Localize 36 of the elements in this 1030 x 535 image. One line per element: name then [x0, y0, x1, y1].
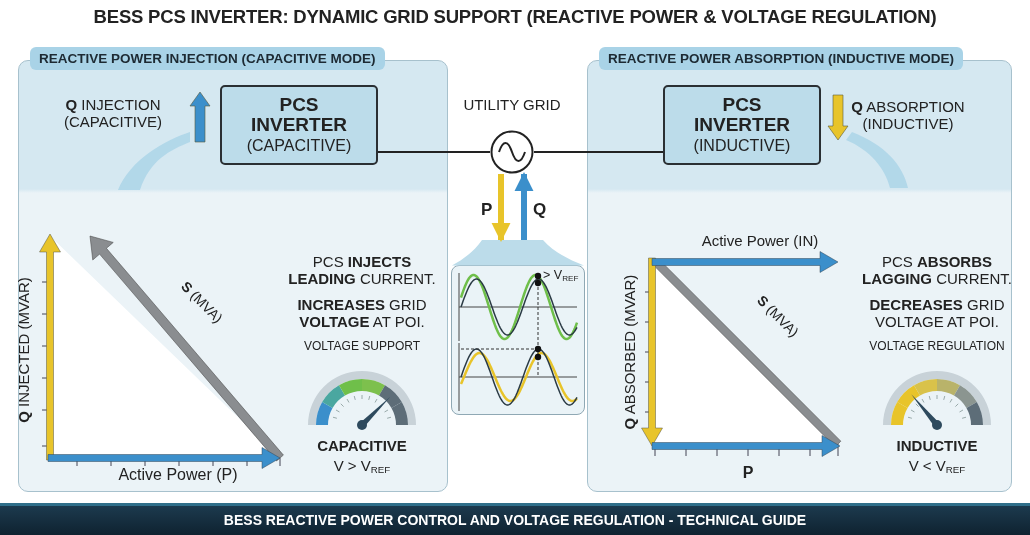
threshold-label: > V$_{REF}$ [543, 268, 579, 284]
gauge-label: INDUCTIVE [896, 437, 978, 455]
connector [533, 151, 664, 153]
mode-note: VOLTAGE REGULATION [869, 340, 1005, 354]
panel-heading: REACTIVE POWER INJECTION (CAPACITIVE MODE) [30, 47, 385, 70]
axis-label: Active Power (IN) [701, 232, 819, 250]
voltage-condition: V > V$_{REF}$ [333, 457, 391, 476]
inverter-mode: (INDUCTIVE) [693, 136, 791, 155]
inverter-name: PCS INVERTER [249, 95, 349, 135]
inverter-name: PCS INVERTER [692, 95, 792, 135]
caption: BESS REACTIVE POWER CONTROL AND VOLTAGE REGULATION - TECHNICAL GUIDE [222, 512, 808, 528]
connector [491, 174, 511, 242]
explanation-text: PCS INJECTS LEADING CURRENT. [287, 253, 437, 288]
edge-label: Q [532, 200, 548, 220]
voltage-condition: V < V$_{REF}$ [908, 457, 966, 476]
connector [514, 172, 534, 240]
inverter-box [663, 85, 821, 165]
mode-note: VOLTAGE SUPPORT [304, 340, 420, 354]
connector [377, 151, 491, 153]
panel-heading: REACTIVE POWER ABSORPTION (INDUCTIVE MODE) [599, 47, 963, 70]
axis-label: Q ABSORBED (MVAR) [621, 274, 639, 430]
axis-label: P [742, 464, 754, 483]
axis-label: Active Power (P) [118, 466, 238, 485]
mode-panel [587, 47, 1012, 492]
axis-label: Q INJECTED (MVAR) [15, 277, 33, 423]
inverter-box [220, 85, 378, 165]
mode-panel [18, 47, 448, 492]
explanation-text: PCS ABSORBS LAGGING CURRENT. [861, 253, 1013, 288]
explanation-text: DECREASES GRID VOLTAGE AT POI. [868, 296, 1006, 331]
annotation: Q ABSORPTION (INDUCTIVE) [850, 98, 966, 133]
title: BESS PCS INVERTER: DYNAMIC GRID SUPPORT (REACTIVE POWER & VOLTAGE REGULATION) [92, 6, 938, 28]
gauge-label: CAPACITIVE [317, 437, 407, 455]
explanation-text: INCREASES GRID VOLTAGE AT POI. [296, 296, 428, 331]
inverter-mode: (CAPACITIVE) [246, 136, 352, 155]
annotation: Q INJECTION (CAPACITIVE) [62, 96, 164, 131]
node-label: UTILITY GRID [462, 96, 562, 113]
